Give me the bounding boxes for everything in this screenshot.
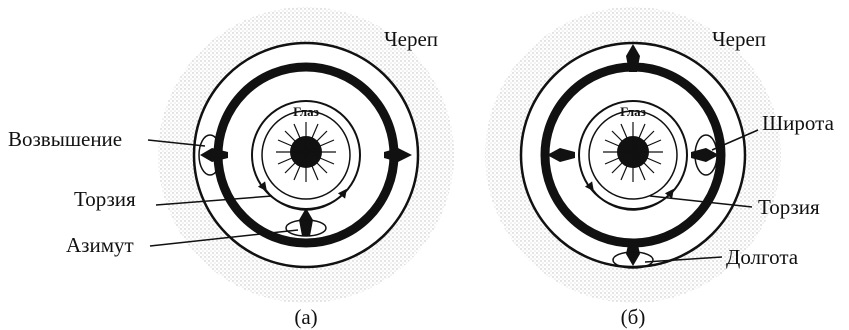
eye-label-b: Глаз (620, 104, 646, 119)
elevation-leader-a (147, 139, 206, 147)
torsion-label-a: Торзия (74, 187, 136, 211)
right-pivot-b (691, 148, 719, 162)
latitude-rotation-b (694, 134, 718, 176)
torsion-label-b: Торзия (758, 195, 820, 219)
iris-rays-b (603, 122, 663, 182)
bottom-pivot-b (626, 240, 640, 266)
panel-a: Череп Глаз Возвышение Торзия Азимут (а) (8, 7, 454, 329)
latitude-label: Широта (762, 111, 835, 135)
eyeball-b (588, 110, 678, 200)
torsion-arc-a (257, 181, 347, 211)
elevation-label: Возвышение (8, 127, 122, 151)
right-pivot-a (384, 148, 412, 162)
bottom-pivot-a (299, 208, 313, 236)
elevation-rotation-a (198, 134, 222, 176)
skull-label-b: Череп (712, 27, 766, 51)
torsion-arc-b (584, 181, 674, 211)
torsion-leader-a (155, 195, 273, 206)
skull-label-a: Череп (384, 27, 438, 51)
azimuth-leader-a (149, 229, 299, 247)
longitude-rotation-b (612, 251, 654, 269)
azimuth-label: Азимут (66, 233, 134, 257)
latitude-leader-b (711, 129, 759, 151)
panel-b: Череп Глаз Широта Торзия Долгота (б) (485, 7, 835, 329)
eyeball-a (261, 110, 351, 200)
longitude-leader-b (644, 256, 723, 263)
caption-a: (а) (294, 305, 317, 329)
torsion-leader-b (649, 195, 753, 208)
longitude-label: Долгота (726, 245, 799, 269)
top-pivot-b (626, 44, 640, 72)
inner-gimbal-b (578, 100, 688, 210)
eye-label-a: Глаз (293, 104, 319, 119)
left-pivot-b (547, 148, 575, 162)
iris-rays-a (276, 122, 336, 182)
caption-b: (б) (621, 305, 646, 329)
azimuth-rotation-a (285, 219, 327, 237)
